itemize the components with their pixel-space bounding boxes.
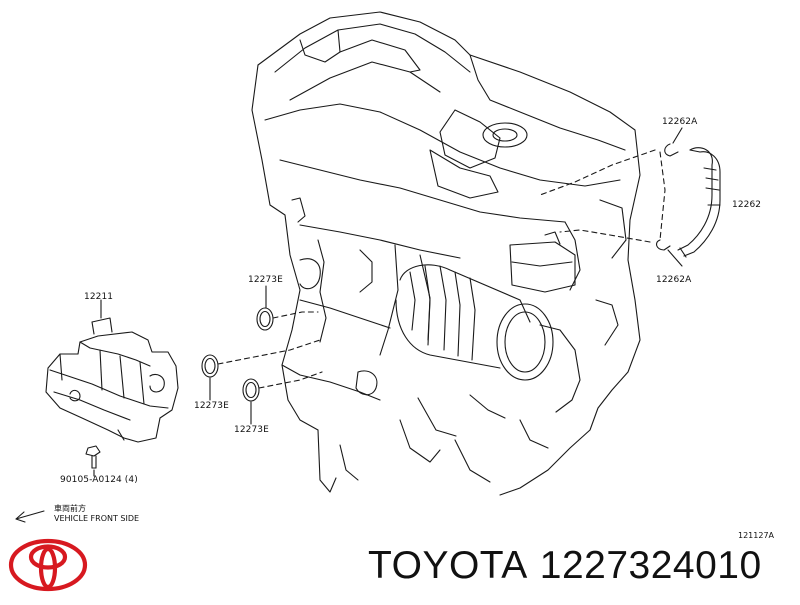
callout-12262a-bottom: 12262A [656, 275, 692, 285]
callout-12273e-top: 12273E [248, 275, 283, 285]
illustration-id: 121127A [738, 531, 775, 540]
callout-12262a-top: 12262A [662, 117, 698, 127]
callout-12273e-bottom: 12273E [234, 425, 269, 435]
brand-name: TOYOTA [368, 544, 528, 587]
callout-12273e-mid: 12273E [194, 401, 229, 411]
intake-tube-drawing [395, 231, 576, 381]
direction-caption-en: VEHICLE FRONT SIDE [54, 514, 140, 523]
toyota-logo-icon [8, 538, 88, 592]
gasket-drawings [201, 307, 274, 402]
pcv-hose-drawing [655, 143, 721, 258]
dashed-assembly-lines [217, 149, 666, 389]
part-number: 1227324010 [539, 544, 762, 587]
engine-block-drawing [251, 11, 641, 496]
oil-separator-drawing [45, 317, 179, 443]
bolt-drawing [85, 445, 101, 469]
brand-part-number: TOYOTA 1227324010 [368, 544, 762, 588]
callout-12211: 12211 [84, 292, 114, 302]
callout-bolt: 90105-A0124 (4) [60, 475, 138, 485]
front-direction-arrow [15, 510, 45, 523]
direction-caption-jp: 車両前方 [54, 504, 86, 513]
callout-12262: 12262 [732, 200, 762, 210]
leader-lines [93, 127, 721, 477]
